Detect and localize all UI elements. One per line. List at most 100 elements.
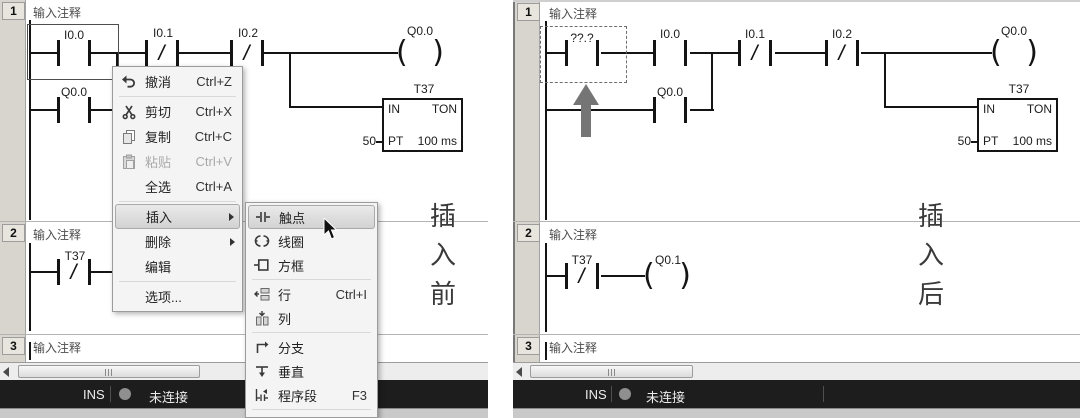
coil-operand-label[interactable]: Q0.0 [406,24,434,38]
scrollbar-thumb[interactable] [530,365,693,378]
menu-item-insert[interactable]: 插入 [115,204,240,229]
contact-operand-label[interactable]: I0.0 [659,27,681,41]
contact-nc-i0_2[interactable]: / [230,40,264,66]
contact-operand-label[interactable]: T37 [571,253,593,267]
submenu-item-branch[interactable]: 分支 [248,335,375,359]
connection-status-icon [119,388,131,400]
submenu-item-network[interactable]: 程序段 F3 [248,383,375,407]
timer-name-label[interactable]: T37 [1008,82,1030,96]
contact-bar [565,40,568,66]
contact-no-i0_0[interactable] [653,40,687,66]
contact-operand-label[interactable]: T37 [64,249,86,263]
menu-item-cut[interactable]: 剪切 Ctrl+X [115,99,240,124]
ladder-editor-after: 1 2 3 输入注释 输入注释 输入注释 ??.? I0.0 [513,0,1080,418]
timer-name-label[interactable]: T37 [413,82,435,96]
wire [264,52,398,54]
insertion-pointer-arrow [573,84,599,105]
contact-operand-label[interactable]: I0.2 [237,26,259,40]
network-1-number[interactable]: 1 [517,3,540,21]
power-rail [29,342,31,360]
contact-nc-t37[interactable]: / [57,259,91,285]
output-coil-q0_0[interactable]: ( ) [396,34,444,72]
contact-bar [825,40,828,66]
network-3-comment[interactable]: 输入注释 [549,341,598,355]
insert-mode-indicator: INS [83,387,105,402]
horizontal-scrollbar[interactable] [0,362,488,380]
output-coil-q0_0[interactable]: ( ) [990,34,1038,72]
menu-item-shortcut: Ctrl+Z [196,74,232,89]
contact-operand-label[interactable]: I0.0 [63,28,85,42]
horizontal-scrollbar[interactable] [513,362,1080,380]
wire [547,109,653,111]
scissors-icon [117,104,141,120]
scrollbar-thumb[interactable] [18,365,200,378]
contact-operand-label[interactable]: Q0.0 [656,85,684,99]
submenu-item-row[interactable]: 行 Ctrl+I [248,282,375,306]
network-3-comment[interactable]: 输入注释 [33,341,82,355]
submenu-item-box[interactable]: 方框 [248,253,375,277]
timer-in-label: IN [388,102,400,116]
menu-item-select-all[interactable]: 全选 Ctrl+A [115,174,240,199]
menu-item-undo[interactable]: 撤消 Ctrl+Z [115,69,240,94]
contact-nc-i0_2[interactable]: / [825,40,859,66]
network-2-comment[interactable]: 输入注释 [549,228,598,242]
panel-left-border [513,0,515,418]
insert-submenu: 触点 线圈 方框 行 Ctrl+I 列 [245,202,378,418]
contact-operand-label[interactable]: Q0.0 [60,85,88,99]
timer-preset-value[interactable]: 50 [362,134,376,148]
network-3-number[interactable]: 3 [2,337,25,355]
submenu-item-label: 线圈 [278,234,305,250]
network-3-number[interactable]: 3 [517,337,540,355]
contact-bar [176,40,179,66]
timer-preset-value[interactable]: 50 [957,134,971,148]
coil-operand-label[interactable]: Q0.0 [1000,24,1028,38]
contact-operand-label[interactable]: ??.? [570,31,594,45]
network-2-number[interactable]: 2 [2,224,25,242]
connection-status-text: 未连接 [149,390,189,405]
contact-no-new[interactable] [565,40,599,66]
submenu-item-coil[interactable]: 线圈 [248,229,375,253]
wire [91,109,118,111]
contact-operand-label[interactable]: I0.1 [744,27,766,41]
contact-nc-i0_1[interactable]: / [738,40,772,66]
menu-item-label: 插入 [146,210,173,225]
submenu-item-contact[interactable]: 触点 [248,205,375,229]
contact-nc-i0_1[interactable]: / [145,40,179,66]
coil-operand-label[interactable]: Q0.1 [654,253,682,267]
network-2-number[interactable]: 2 [517,224,540,242]
network-1-comment[interactable]: 输入注释 [33,6,82,20]
submenu-item-label: 分支 [278,340,305,356]
contact-bar [684,97,687,123]
contact-no-i0_0[interactable] [57,40,91,66]
output-coil-q0_1[interactable]: ( ) [643,257,691,295]
contact-operand-label[interactable]: I0.1 [152,26,174,40]
nc-slash: / [68,260,80,283]
menu-item-label: 撤消 [145,75,172,90]
menu-item-copy[interactable]: 复制 Ctrl+C [115,124,240,149]
power-rail [545,243,547,332]
contact-no-q0_0[interactable] [57,97,91,123]
network-1-number[interactable]: 1 [2,2,25,20]
copy-icon [117,129,141,145]
contact-bar [57,259,60,285]
submenu-item-label: 程序段 [278,388,318,404]
contact-nc-t37[interactable]: / [565,263,599,289]
menu-item-edit[interactable]: 编辑 [115,254,240,279]
scroll-left-arrow-icon[interactable] [516,367,522,377]
contact-no-q0_0[interactable] [653,97,687,123]
contact-operand-label[interactable]: I0.2 [831,27,853,41]
menu-item-options[interactable]: 选项... [115,284,240,309]
timer-box-ton[interactable]: IN TON PT 100 ms [977,98,1058,152]
submenu-item-vertical[interactable]: 垂直 [248,359,375,383]
network-1-comment[interactable]: 输入注释 [549,7,598,21]
scroll-left-arrow-icon[interactable] [3,367,9,377]
scrollbar-grip [608,369,615,376]
network-2-comment[interactable]: 输入注释 [33,228,82,242]
wire [884,106,977,108]
wire [971,141,977,143]
menu-item-delete[interactable]: 删除 [115,229,240,254]
timer-box-ton[interactable]: IN TON PT 100 ms [382,98,463,152]
submenu-item-column[interactable]: 列 [248,306,375,330]
contact-bar [684,40,687,66]
contact-bar [653,40,656,66]
